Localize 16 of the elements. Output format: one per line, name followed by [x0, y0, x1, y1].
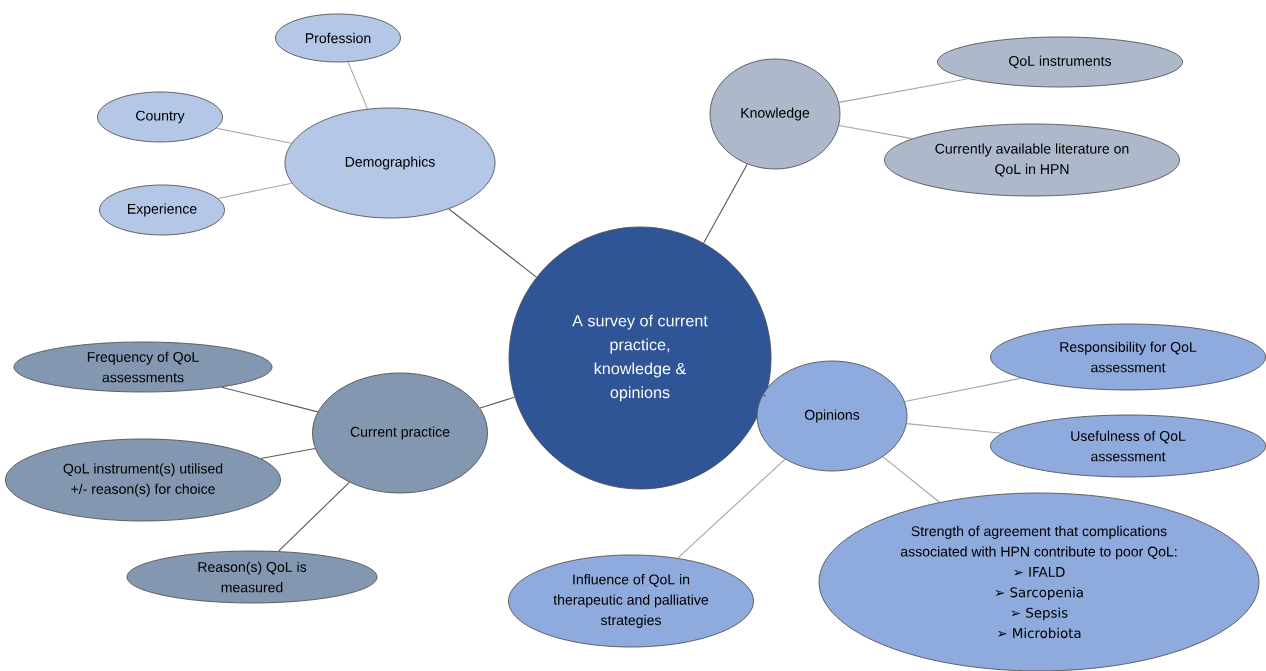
connector-line — [882, 456, 941, 503]
connector-line — [479, 396, 516, 409]
connector-line — [838, 78, 969, 103]
connector-line — [221, 386, 319, 413]
connector-line — [260, 448, 316, 459]
connector-line — [217, 182, 293, 199]
connector-line — [906, 423, 1003, 434]
connector-line — [904, 377, 1023, 403]
connector-line — [677, 458, 786, 559]
connector-line — [347, 61, 369, 110]
connector-line — [448, 208, 537, 278]
connector-line — [215, 127, 293, 144]
connector-line — [761, 394, 767, 397]
connector-line — [703, 163, 748, 244]
connector-line — [838, 124, 913, 140]
connector-line — [278, 481, 350, 552]
